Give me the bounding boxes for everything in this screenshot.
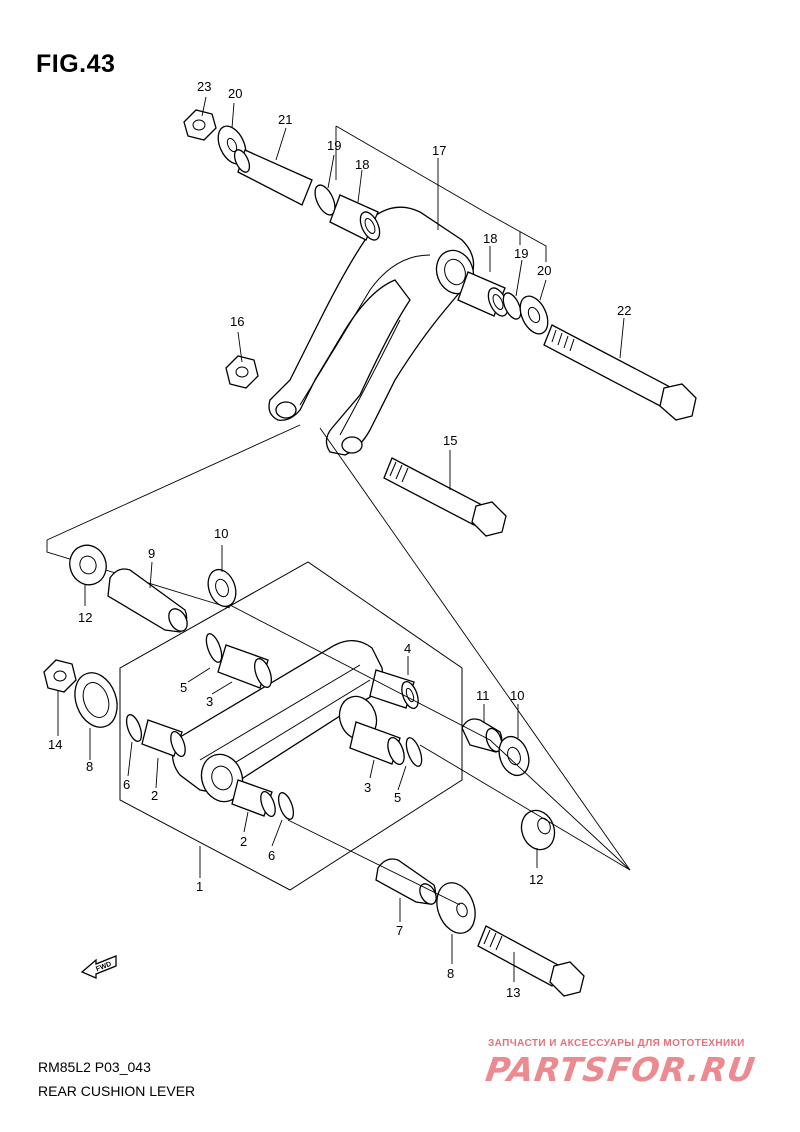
seal-6-upper — [125, 714, 143, 742]
leader-lines — [57, 96, 625, 982]
nut-23 — [183, 109, 217, 141]
seal-6-lower — [277, 792, 295, 820]
callout-10: 10 — [510, 688, 524, 703]
callout-10: 10 — [214, 526, 228, 541]
spacer-9 — [107, 568, 188, 633]
callout-15: 15 — [443, 433, 457, 448]
fwd-arrow-icon: FWD — [80, 955, 117, 979]
cushion-lever-17 — [268, 206, 475, 456]
seal-10-lower — [498, 735, 530, 777]
callout-8: 8 — [447, 966, 454, 981]
callout-18: 18 — [355, 157, 369, 172]
callout-19: 19 — [327, 138, 341, 153]
callout-5: 5 — [180, 680, 187, 695]
callout-19: 19 — [514, 246, 528, 261]
spacer-21 — [233, 149, 313, 206]
bearing-18-left — [329, 194, 381, 241]
callout-14: 14 — [48, 737, 62, 752]
callout-22: 22 — [617, 303, 631, 318]
seal-19-right — [502, 292, 522, 320]
seal-19-left — [314, 184, 336, 216]
seal-5-lower — [405, 737, 423, 767]
callout-labels: 23 20 21 19 18 17 18 19 20 22 16 15 9 10… — [48, 79, 631, 1000]
callout-12: 12 — [529, 872, 543, 887]
nut-14 — [43, 659, 77, 693]
washer-12-right — [520, 809, 556, 851]
callout-2: 2 — [240, 834, 247, 849]
seal-5-upper — [205, 633, 223, 663]
cushion-rod-1 — [171, 640, 384, 803]
seal-10-upper — [207, 568, 237, 608]
washer-12-left — [69, 544, 107, 586]
callout-20: 20 — [228, 86, 242, 101]
callout-4: 4 — [404, 641, 411, 656]
bearing-3-upper — [217, 644, 272, 689]
nut-16 — [225, 355, 259, 389]
bearing-18-right — [457, 271, 509, 317]
callout-23: 23 — [197, 79, 211, 94]
callout-3: 3 — [364, 780, 371, 795]
bearing-3-lower — [349, 721, 405, 766]
callout-3: 3 — [206, 694, 213, 709]
callout-11: 11 — [476, 688, 490, 703]
watermark-tagline: ЗАПЧАСТИ И АКСЕССУАРЫ ДЛЯ МОТОТЕХНИКИ — [488, 1038, 745, 1049]
part-name: REAR CUSHION LEVER — [38, 1083, 196, 1099]
callout-16: 16 — [230, 314, 244, 329]
model-code: RM85L2 P03_043 — [38, 1059, 151, 1075]
figure-title: FIG.43 — [36, 50, 116, 78]
callout-18: 18 — [483, 231, 497, 246]
bolt-15 — [383, 457, 507, 537]
bearing-4 — [369, 669, 419, 710]
bearing-2-upper — [141, 719, 186, 758]
callout-2: 2 — [151, 788, 158, 803]
spacer-7 — [375, 858, 437, 905]
callout-9: 9 — [148, 546, 155, 561]
watermark-brand: PARTSFOR.RU — [483, 1050, 759, 1089]
callout-1: 1 — [196, 879, 203, 894]
callout-12: 12 — [78, 610, 92, 625]
callout-8: 8 — [86, 759, 93, 774]
washer-8-lower — [436, 882, 476, 934]
callout-17: 17 — [432, 143, 446, 158]
callout-7: 7 — [396, 923, 403, 938]
bolt-13 — [477, 925, 585, 997]
callout-6: 6 — [123, 777, 130, 792]
callout-6: 6 — [268, 848, 275, 863]
washer-20-right — [519, 295, 549, 335]
callout-5: 5 — [394, 790, 401, 805]
bolt-22 — [543, 324, 697, 421]
washer-8-left — [74, 672, 118, 728]
callout-13: 13 — [506, 985, 520, 1000]
cushion-rod-1-frame — [119, 561, 463, 891]
bearing-2-lower — [231, 779, 276, 818]
callout-21: 21 — [278, 112, 292, 127]
callout-20: 20 — [537, 263, 551, 278]
